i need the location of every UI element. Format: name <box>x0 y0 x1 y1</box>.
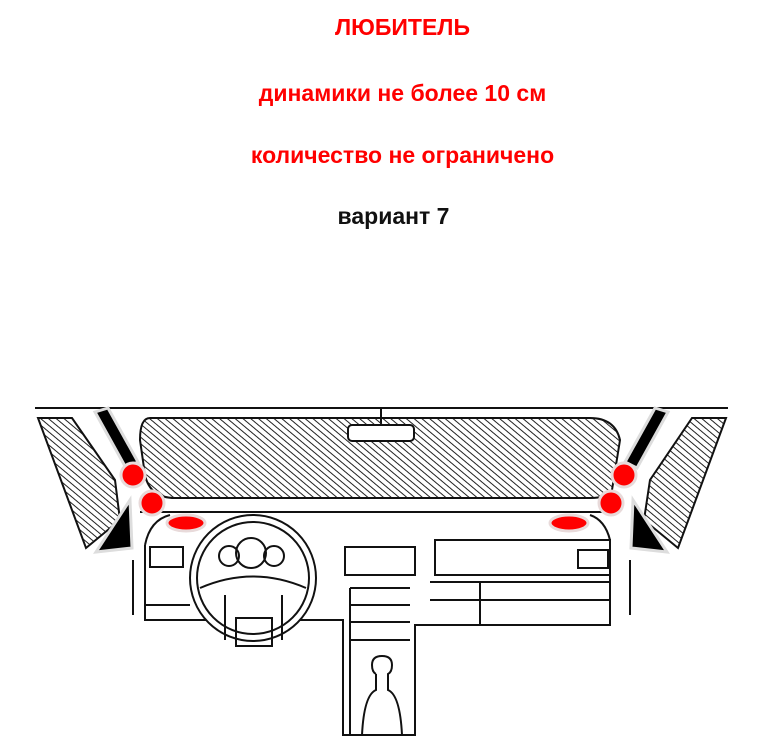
category-title: ЛЮБИТЕЛЬ <box>335 14 470 40</box>
windshield <box>138 417 622 499</box>
center-console-top <box>344 546 416 576</box>
dashboard-outline <box>144 514 611 736</box>
right-dash-speaker <box>548 513 590 533</box>
left-pillar-lower <box>93 495 134 554</box>
left-vent <box>149 546 184 568</box>
right-pillar-lower <box>629 495 670 554</box>
rear-view-mirror <box>347 424 415 442</box>
gauge-center <box>235 537 267 569</box>
right-pillar-speaker-upper <box>610 461 638 489</box>
speaker-count-rule: количество не ограничено <box>250 142 555 168</box>
left-pillar-speaker-upper <box>119 461 147 489</box>
gear-shifter <box>361 654 403 736</box>
right-side-window <box>642 417 728 550</box>
left-pillar-speaker-lower <box>138 489 166 517</box>
gauge-right <box>263 545 285 567</box>
variant-label: вариант 7 <box>337 203 450 229</box>
gauge-left <box>218 545 240 567</box>
glovebox <box>434 539 611 576</box>
left-dash-speaker <box>165 513 207 533</box>
right-vent <box>577 549 609 569</box>
left-a-pillar <box>92 406 141 470</box>
right-a-pillar <box>622 406 671 470</box>
left-side-window <box>36 417 122 550</box>
speaker-size-rule: динамики не более 10 см <box>258 80 547 106</box>
right-pillar-speaker-lower <box>597 489 625 517</box>
steering-wheel <box>189 514 317 642</box>
